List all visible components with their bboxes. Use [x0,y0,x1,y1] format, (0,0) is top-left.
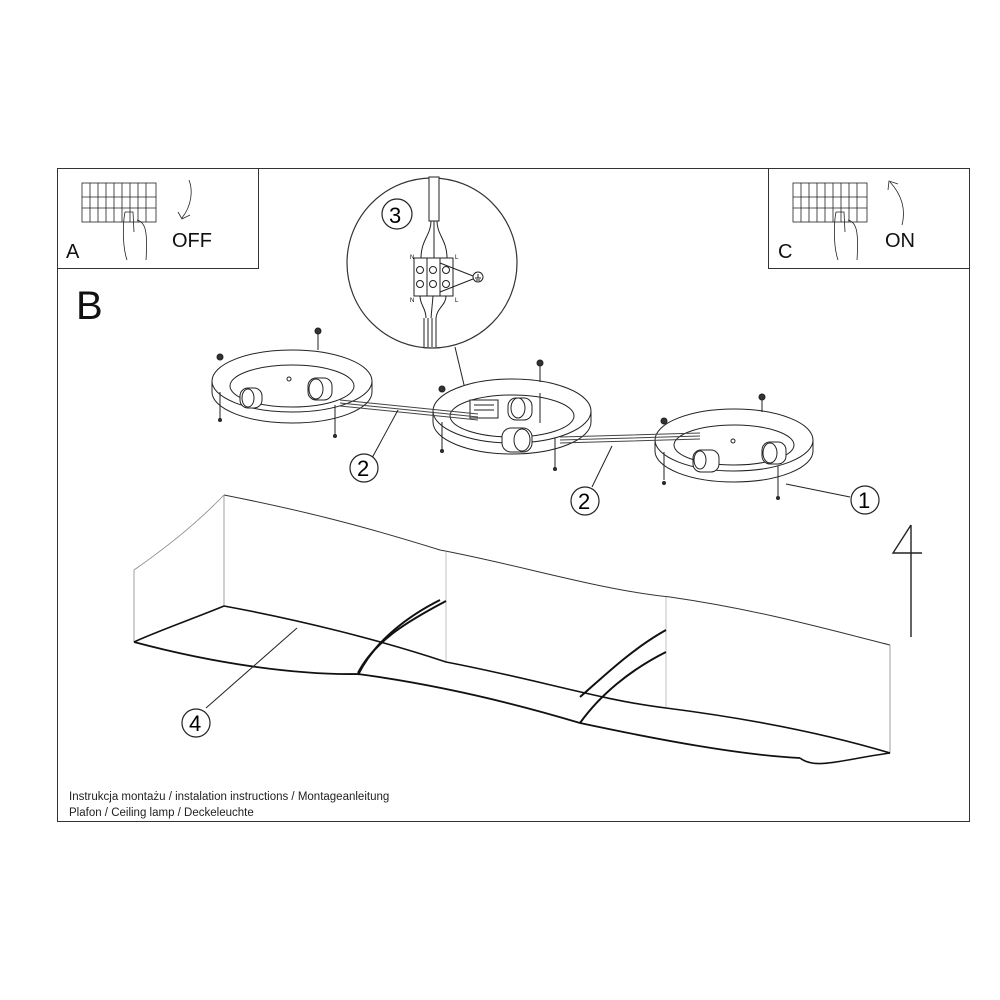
mounting-plate-center [432,359,592,471]
lamp-shade [133,494,891,765]
step-a-letter: A [66,241,80,263]
breaker-panel-icon-a [81,179,192,261]
callout-1: 1 [858,488,870,513]
step-c-panel: C ON [768,168,970,269]
lamp-shade-seams [357,599,667,698]
footer-line-1: Instrukcja montażu / instalation instruc… [69,791,390,803]
terminal-label-n-top: N [410,255,414,261]
footer-line-2: Plafon / Ceiling lamp / Deckeleuchte [69,807,254,819]
step-b-letter: B [76,284,103,328]
callout-leaders [205,409,851,709]
terminal-label-n-bottom: N [410,298,414,304]
callout-2-right: 2 [578,489,590,514]
wiring-detail-circle [346,176,518,411]
step-a-action: OFF [172,230,212,252]
callout-3: 3 [389,203,401,228]
connecting-cables [339,399,701,444]
callout-4: 4 [189,711,201,736]
mounting-plate-right [654,393,814,500]
step-c-letter: C [778,241,793,263]
terminal-label-l-top: L [455,255,459,261]
step-c-action: ON [885,230,915,252]
callout-2-left: 2 [357,456,369,481]
step-a-panel: A OFF [57,168,259,269]
terminal-label-l-bottom: L [455,298,459,304]
footer-caption: Instrukcja montażu / instalation instruc… [69,789,389,821]
mounting-plate-left [211,327,373,438]
diagram-frame [57,168,970,822]
callout-circles [181,198,880,738]
up-direction-arrow-icon [891,524,922,637]
breaker-panel-icon-c [792,180,904,261]
